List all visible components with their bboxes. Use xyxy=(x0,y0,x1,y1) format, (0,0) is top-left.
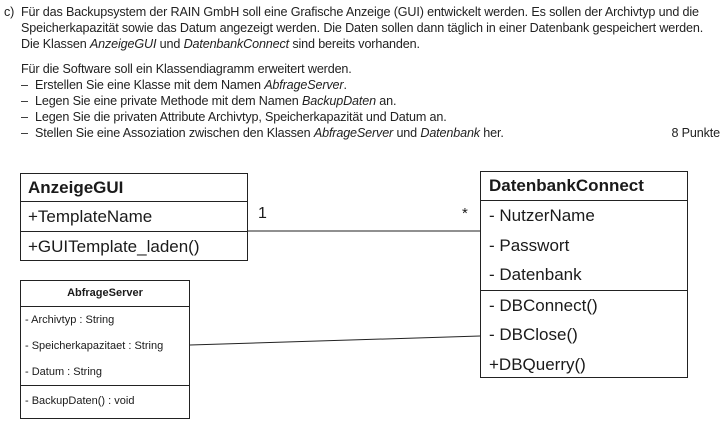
intro-text-1: Für das Backupsystem der RAIN GmbH soll … xyxy=(21,5,699,19)
bullet-emphasis: AbfrageServer xyxy=(313,126,394,140)
bullet-emphasis: BackupDaten xyxy=(301,94,376,108)
bullet-end: her. xyxy=(479,126,504,140)
class-attribute: - Speicherkapazitaet : String xyxy=(25,340,164,352)
class-anzeigegui: AnzeigeGUI +TemplateName +GUITemplate_la… xyxy=(20,173,248,261)
class-name: DatenbankConnect xyxy=(489,176,644,195)
points-label: 8 Punkte xyxy=(671,126,720,140)
bullet-emphasis: Datenbank xyxy=(420,126,480,140)
class-operation: +GUITemplate_laden() xyxy=(28,237,200,256)
bullet-emphasis: AbfrageServer xyxy=(264,78,344,92)
class-attribute: - Datum : String xyxy=(25,366,103,378)
task-text: c) Für das Backupsystem der RAIN GmbH sol… xyxy=(4,4,720,141)
intro-line-2: Speicherkapazität sowie das Datum angeze… xyxy=(21,21,704,35)
class-operation: - DBConnect() xyxy=(489,295,598,315)
bullet-text: Erstellen Sie eine Klasse mit dem Namen xyxy=(35,78,265,92)
intro-class-1: AnzeigeGUI xyxy=(89,37,157,51)
bullet-item: Erstellen Sie eine Klasse mit dem Namen … xyxy=(4,77,720,93)
intro-class-2: DatenbankConnect xyxy=(183,37,290,51)
bullet-item-last: Stellen Sie eine Assoziation zwischen de… xyxy=(4,125,720,141)
class-operation: - BackupDaten() : void xyxy=(25,395,135,407)
bullet-end: an. xyxy=(375,94,397,108)
intro-line-3: Die Klassen AnzeigeGUI und DatenbankConn… xyxy=(4,36,720,52)
bullet-text: Legen Sie die privaten Attribute Archivt… xyxy=(35,110,447,124)
multiplicity-db: * xyxy=(462,205,468,222)
bullet-text: Legen Sie eine private Methode mit dem N… xyxy=(35,94,302,108)
class-datenbankconnect: DatenbankConnect - NutzerName - Passwort… xyxy=(480,171,688,378)
class-attribute: - Passwort xyxy=(489,235,570,255)
class-abfrageserver: AbfrageServer - Archivtyp : String - Spe… xyxy=(20,280,190,419)
bullet-middle: und xyxy=(393,126,421,140)
intro-line-1: c) Für das Backupsystem der RAIN GmbH sol… xyxy=(4,4,720,20)
intro-line-3-middle: und xyxy=(156,37,184,51)
class-attribute: - Archivtyp : String xyxy=(25,314,115,326)
class-attribute: - NutzerName xyxy=(489,206,595,225)
class-operation: - DBClose() xyxy=(489,325,578,344)
association-server-db xyxy=(189,335,481,346)
intro-line-3-suffix: sind bereits vorhanden. xyxy=(289,37,420,51)
class-name: AnzeigeGUI xyxy=(28,178,124,197)
task-label: c) xyxy=(4,5,15,19)
class-name: AbfrageServer xyxy=(67,287,143,299)
instruction: Für die Software soll ein Klassendiagram… xyxy=(21,62,352,76)
class-attribute: +TemplateName xyxy=(28,207,153,226)
bullet-item: Legen Sie eine private Methode mit dem N… xyxy=(4,93,720,109)
bullet-text: Stellen Sie eine Assoziation zwischen de… xyxy=(35,126,314,140)
class-operation: +DBQuerry() xyxy=(489,354,586,374)
bullet-end: . xyxy=(343,78,347,92)
multiplicity-gui: 1 xyxy=(258,205,267,222)
intro-line-3-prefix: Die Klassen xyxy=(21,37,90,51)
bullet-item: Legen Sie die privaten Attribute Archivt… xyxy=(4,109,720,125)
class-attribute: - Datenbank xyxy=(489,265,582,284)
